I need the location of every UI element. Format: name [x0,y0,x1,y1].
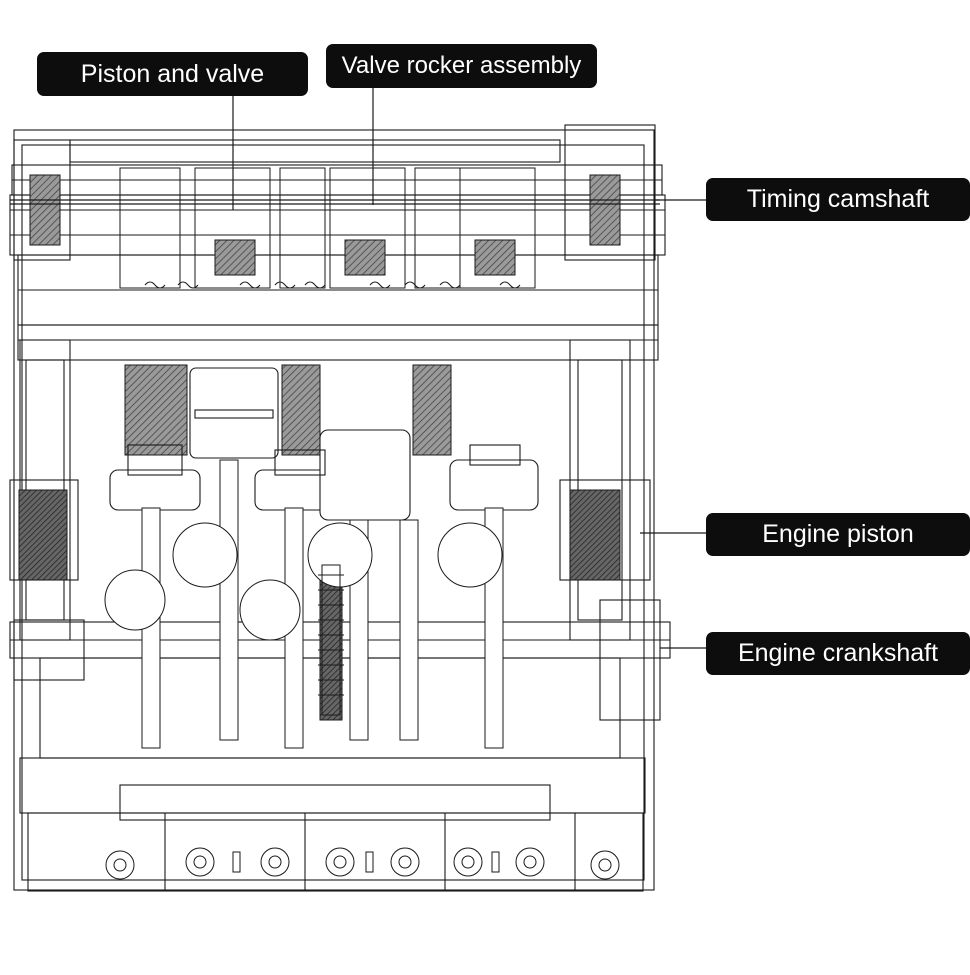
leader-lines [232,87,706,649]
pistons [109,367,539,521]
label-timing-camshaft: Timing camshaft [706,178,970,221]
camshaft-line [10,199,660,205]
label-engine-piston: Engine piston [706,513,970,556]
connecting-rods [104,459,504,749]
label-valve-rocker-assembly: Valve rocker assembly [326,44,597,88]
label-engine-crankshaft: Engine crankshaft [706,632,970,675]
base-ports [105,847,620,880]
crank-gear [318,564,344,716]
valve-springs [144,281,521,289]
rocker-towers [29,167,621,289]
label-piston-and-valve: Piston and valve [37,52,308,96]
